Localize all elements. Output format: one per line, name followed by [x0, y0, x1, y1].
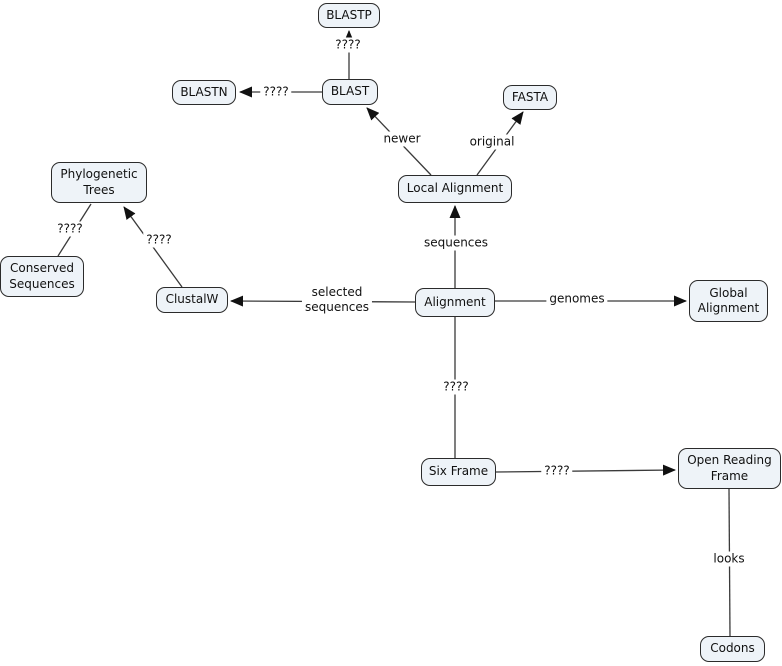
edge-label-sixframe-to-orf[interactable]: ????: [541, 463, 573, 479]
edge-label-local-alignment-to-fasta[interactable]: original: [466, 134, 518, 150]
concept-node-local-alignment[interactable]: Local Alignment: [398, 175, 512, 203]
edge-label-alignment-to-local[interactable]: sequences: [420, 235, 492, 251]
edge-label-conserved-to-phylo[interactable]: ????: [54, 221, 86, 237]
concept-node-codons[interactable]: Codons: [700, 636, 765, 662]
edge-label-orf-to-codons[interactable]: looks: [710, 551, 748, 567]
edge-label-alignment-to-sixframe[interactable]: ????: [440, 379, 472, 395]
concept-node-clustalw[interactable]: ClustalW: [156, 287, 228, 313]
concept-node-alignment[interactable]: Alignment: [415, 288, 495, 317]
edge-label-blast-to-blastn[interactable]: ????: [260, 84, 292, 100]
edge-label-local-alignment-to-blast[interactable]: newer: [380, 131, 424, 147]
edge-label-alignment-to-global[interactable]: genomes: [546, 291, 608, 307]
concept-node-open-reading-frame[interactable]: Open Reading Frame: [678, 448, 781, 489]
edge-label-blast-to-blastp[interactable]: ????: [332, 37, 364, 53]
edge-label-alignment-to-clustalw[interactable]: selected sequences: [301, 285, 373, 315]
concept-node-six-frame[interactable]: Six Frame: [421, 458, 496, 486]
concept-node-phylogenetic-trees[interactable]: Phylogenetic Trees: [51, 162, 147, 203]
concept-node-global-alignment[interactable]: Global Alignment: [689, 280, 768, 322]
concept-node-conserved-sequences[interactable]: Conserved Sequences: [0, 256, 84, 297]
concept-node-blast[interactable]: BLAST: [322, 79, 378, 105]
concept-node-fasta[interactable]: FASTA: [503, 85, 557, 110]
concept-node-blastn[interactable]: BLASTN: [172, 80, 236, 105]
edge-label-clustalw-to-phylo[interactable]: ????: [143, 232, 175, 248]
edge-line-sixframe-to-orf: [495, 464, 676, 476]
concept-node-blastp[interactable]: BLASTP: [318, 3, 380, 28]
